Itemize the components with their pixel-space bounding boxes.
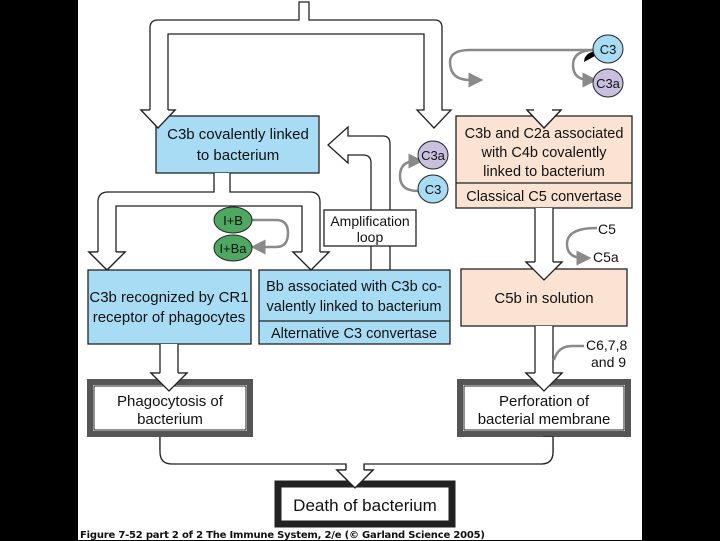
svg-text:with C4b covalently: with C4b covalently (481, 145, 608, 161)
svg-text:C3: C3 (425, 182, 442, 197)
top-c3a-circle: C3a (592, 68, 624, 98)
svg-text:bacterium: bacterium (137, 411, 203, 428)
svg-text:C5b in solution: C5b in solution (494, 290, 593, 307)
c3b-split-arrow (87, 173, 331, 271)
box-classical: C3b and C2a associated with C4b covalent… (455, 115, 633, 209)
box-cr1: C3b recognized by CR1 receptor of phagoc… (87, 269, 252, 345)
c6789-label-line1: C6,7,8 (586, 337, 627, 353)
box-c3b-linked: C3b covalently linked to bacterium (155, 115, 320, 174)
amplification-loop-arrow (327, 125, 391, 271)
alternative-c3-convertase-label: Alternative C3 convertase (271, 326, 437, 342)
top-split-arrow (139, 1, 453, 129)
box-phagocytosis: Phagocytosis of bacterium (87, 379, 253, 437)
svg-text:C3b and C2a associated: C3b and C2a associated (465, 126, 624, 142)
svg-text:Phagocytosis of: Phagocytosis of (117, 393, 224, 410)
svg-text:C3a: C3a (421, 148, 446, 163)
svg-text:C3b covalently linked: C3b covalently linked (167, 126, 309, 143)
amp-c3a-circle: C3a (417, 140, 449, 170)
svg-text:Amplification: Amplification (330, 213, 409, 229)
box-perforation: Perforation of bacterial membrane (457, 379, 631, 437)
c5-label: C5 (598, 221, 616, 237)
ib-circle: I+B (213, 206, 253, 234)
top-c3-cleavage (448, 48, 595, 88)
svg-text:I+Ba: I+Ba (219, 241, 247, 256)
complement-pathway-diagram: C3 C3a C3b covalently linked to bacteriu… (87, 1, 633, 528)
svg-text:Death of bacterium: Death of bacterium (293, 496, 437, 515)
c6789-label-line2: and 9 (591, 354, 626, 370)
svg-text:C3b recognized by CR1: C3b recognized by CR1 (89, 289, 248, 306)
box-alternative: Bb associated with C3b co- valently link… (258, 269, 451, 345)
svg-text:I+B: I+B (223, 213, 243, 228)
diagram-canvas: C3 C3a C3b covalently linked to bacteriu… (78, 0, 642, 541)
iba-circle: I+Ba (213, 234, 253, 262)
amplification-loop-box: Amplification loop (323, 209, 417, 247)
svg-text:Bb associated with C3b co-: Bb associated with C3b co- (266, 279, 442, 295)
figure-caption: Figure 7-52 part 2 of 2 The Immune Syste… (80, 530, 485, 541)
svg-text:Perforation of: Perforation of (499, 393, 590, 410)
svg-text:bacterial membrane: bacterial membrane (478, 411, 611, 428)
svg-text:loop: loop (357, 229, 384, 245)
svg-text:valently linked to bacterium: valently linked to bacterium (267, 299, 442, 315)
box-death: Death of bacterium (274, 480, 456, 528)
amp-c3-circle: C3 (417, 174, 449, 204)
top-c3-label: C3 (600, 42, 617, 57)
top-c3-circle: C3 (592, 34, 624, 64)
top-c3a-label: C3a (596, 76, 621, 91)
c5a-label: C5a (593, 249, 619, 265)
svg-text:receptor of phagocytes: receptor of phagocytes (93, 309, 246, 326)
svg-text:to bacterium: to bacterium (197, 147, 280, 164)
classical-c5-convertase-label: Classical C5 convertase (466, 189, 622, 205)
svg-text:linked to bacterium: linked to bacterium (483, 164, 605, 180)
